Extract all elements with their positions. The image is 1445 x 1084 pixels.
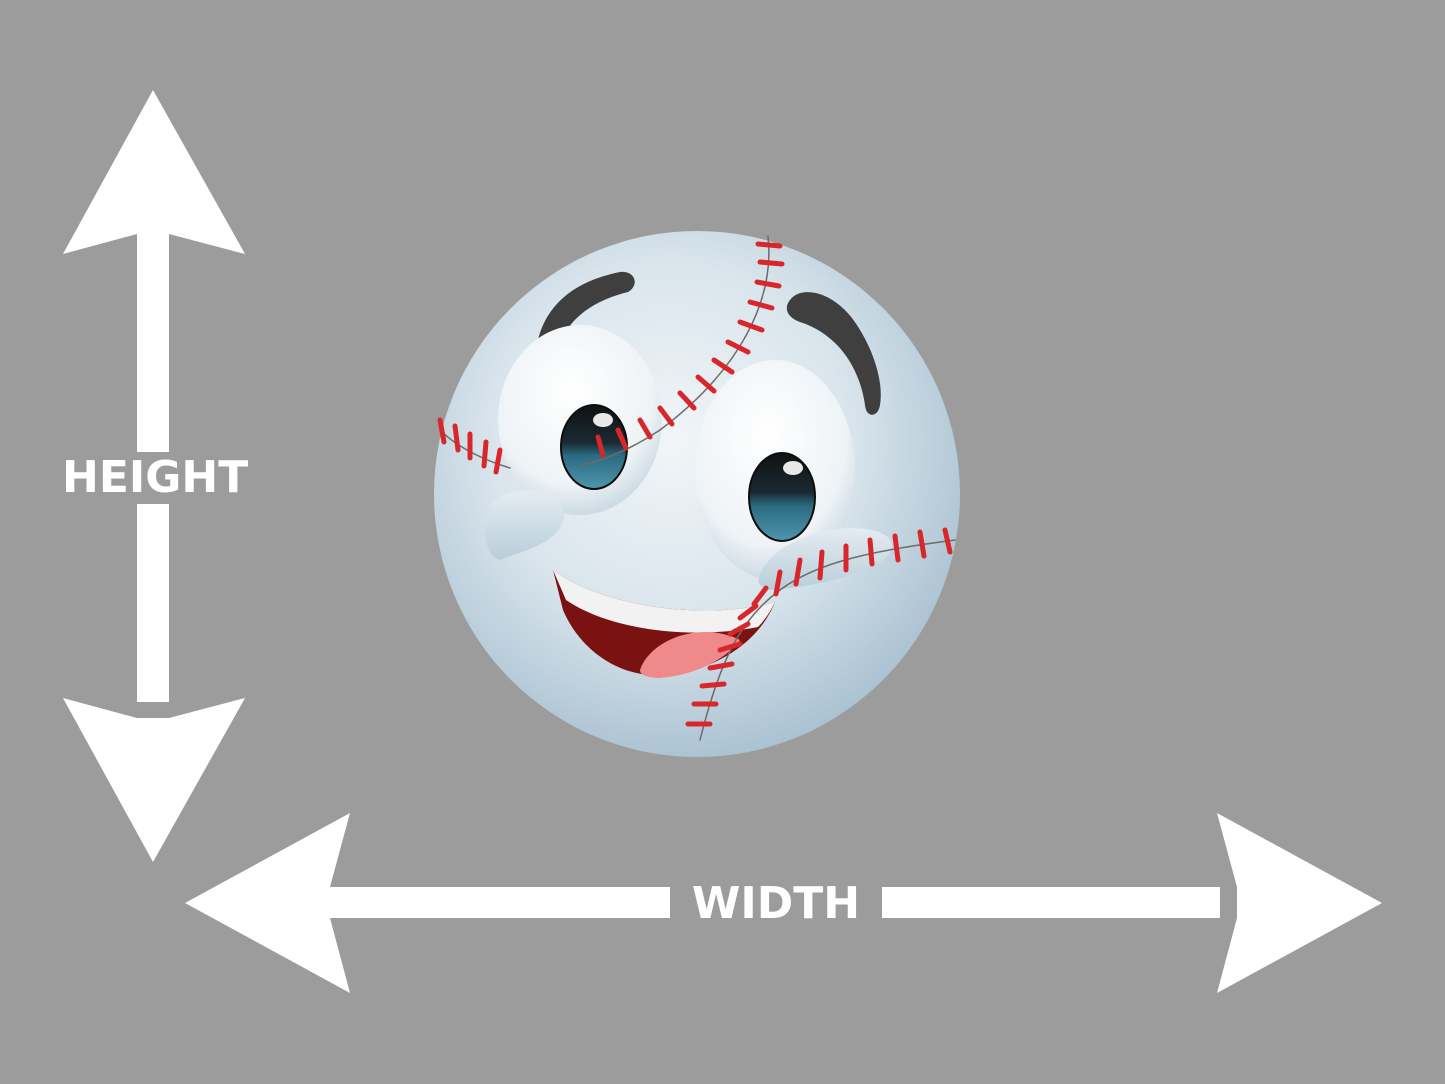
stitches-lower-icon: [685, 527, 956, 741]
width-label: WIDTH: [670, 878, 882, 930]
arrow-head-down-icon: [63, 698, 245, 862]
tongue-icon: [640, 631, 740, 678]
stitches-left-icon: [437, 417, 511, 475]
height-label: HEIGHT: [62, 452, 249, 504]
vertical-arrow-icon: [63, 90, 245, 862]
baseball-mascot-icon: [434, 231, 960, 757]
arrow-head-left-icon: [185, 813, 350, 993]
right-eyebrow-icon: [786, 292, 881, 415]
horizontal-arrow-icon: [185, 813, 1382, 993]
arrow-head-right-icon: [1217, 813, 1382, 993]
stitches-upper-icon: [579, 235, 785, 466]
arrow-head-up-icon: [63, 90, 245, 254]
